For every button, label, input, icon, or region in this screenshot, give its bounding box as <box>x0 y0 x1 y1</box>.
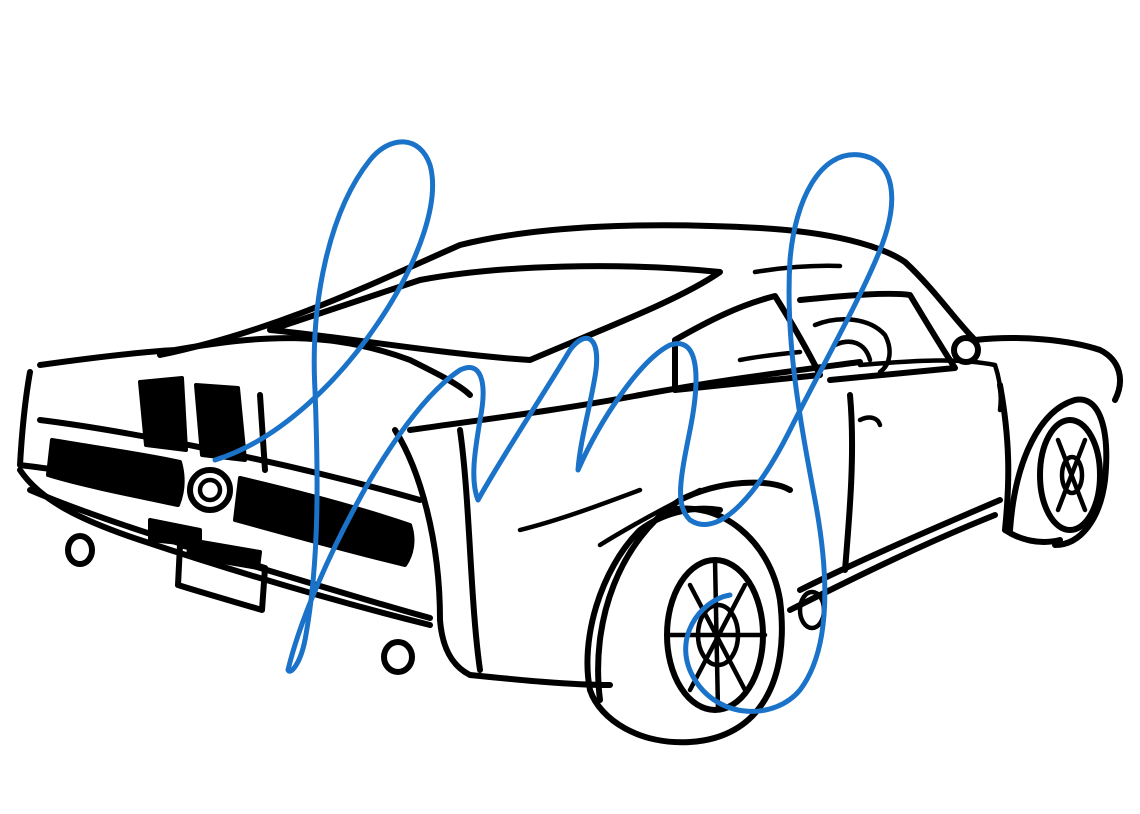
racing-stripes <box>138 376 268 473</box>
side-window <box>672 290 981 393</box>
front-wheel <box>1007 396 1110 548</box>
tail-lights <box>46 438 415 567</box>
signature <box>212 139 895 714</box>
rear-window <box>267 263 723 363</box>
exhaust-tips <box>65 533 415 675</box>
car-body-outline <box>17 222 1123 688</box>
license-plate <box>148 518 268 613</box>
signature-stroke <box>212 139 895 714</box>
